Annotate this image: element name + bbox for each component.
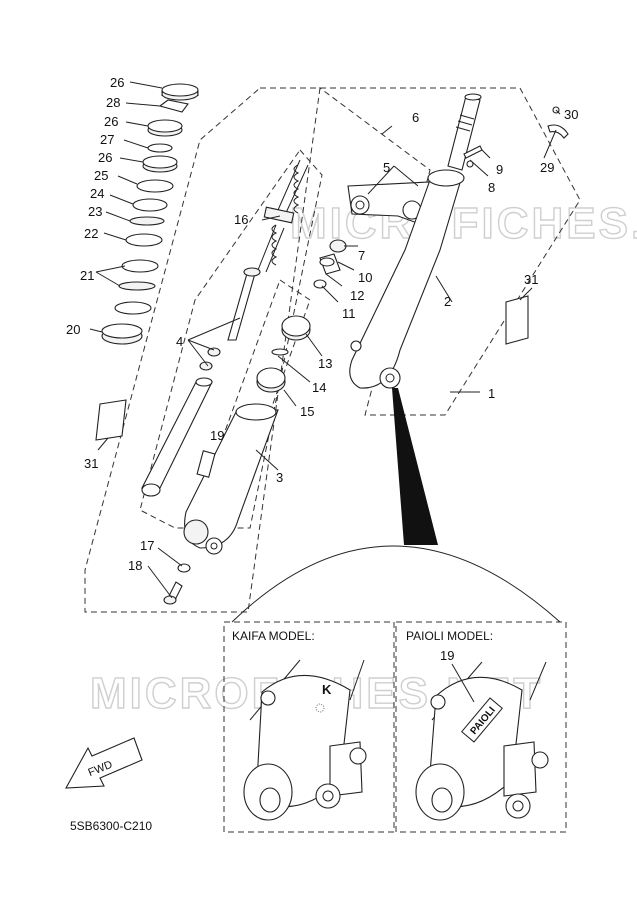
- callout-17: 17: [140, 538, 154, 553]
- right-outer-fork-tube: [349, 169, 465, 389]
- stack-leader-lines: [89, 81, 163, 333]
- detail-arc: [231, 545, 561, 623]
- paioli-model-box: [395, 621, 567, 833]
- sticker-31-left: [95, 399, 127, 441]
- steering-bearing-stack: [101, 83, 199, 345]
- callout-16: 16: [234, 212, 248, 227]
- callout-20: 20: [66, 322, 80, 337]
- left-outer-fork-tube: [183, 403, 279, 555]
- callout-21: 21: [80, 268, 94, 283]
- callout-8: 8: [488, 180, 495, 195]
- callout-6: 6: [412, 110, 419, 125]
- spring-collar: [263, 206, 295, 224]
- ball-race-lower-top: [125, 233, 163, 247]
- drain-bolt: [163, 563, 191, 605]
- callout-1: 1: [488, 386, 495, 401]
- damper-group-outline: [199, 279, 311, 511]
- callout-13: 13: [318, 356, 332, 371]
- forward-arrow: FWD: [65, 737, 143, 789]
- callout-2: 2: [444, 294, 451, 309]
- callout-24: 24: [90, 186, 104, 201]
- right-leader-lines: [97, 109, 561, 599]
- callout-15: 15: [300, 404, 314, 419]
- lock-washer: [158, 99, 189, 113]
- callout-31-right: 31: [524, 272, 538, 287]
- ball-bearing-upper: [129, 216, 165, 226]
- callout-23: 23: [88, 204, 102, 219]
- callout-19-detail: 19: [440, 648, 454, 663]
- washer: [147, 143, 173, 153]
- callout-29: 29: [540, 160, 554, 175]
- callout-11: 11: [342, 306, 356, 321]
- paioli-model-title: PAIOLI MODEL:: [406, 629, 493, 643]
- ball-race-21a: [121, 259, 159, 273]
- callout-26-lower: 26: [98, 150, 112, 165]
- callout-26-top: 26: [110, 75, 124, 90]
- inner-fork-tube: [141, 377, 213, 497]
- callout-4: 4: [176, 334, 183, 349]
- right-fork-group-outline: [318, 87, 581, 416]
- kaifa-model-box: [223, 621, 395, 833]
- callout-22: 22: [84, 226, 98, 241]
- ball-race-upper: [132, 198, 168, 212]
- callout-31-left: 31: [84, 456, 98, 471]
- sticker-31-right: [505, 295, 529, 345]
- diagram-code: 5SB6300-C210: [70, 819, 152, 833]
- callout-12: 12: [350, 288, 364, 303]
- steering-stem: [447, 93, 482, 171]
- detail-pointer: [392, 388, 438, 545]
- ball-bearing-lower: [118, 281, 156, 291]
- callout-18: 18: [128, 558, 142, 573]
- callout-numbers: 1 2 3 4 5 6 7 8 9 10 11 12 13 14 15 16 1…: [66, 75, 578, 663]
- callout-25: 25: [94, 168, 108, 183]
- watermark-top: MICROFICHES.NET: [290, 199, 637, 248]
- fork-spring: [257, 159, 309, 273]
- kaifa-k-mark: K: [322, 682, 332, 697]
- callout-14: 14: [312, 380, 326, 395]
- ball-race-cover: [136, 179, 174, 193]
- spring-group-outline: [139, 149, 323, 529]
- small-parts-7-12: [313, 239, 347, 289]
- callout-27: 27: [100, 132, 114, 147]
- callout-19: 19: [210, 428, 224, 443]
- callout-10: 10: [358, 270, 372, 285]
- callout-9: 9: [496, 162, 503, 177]
- kaifa-model-title: KAIFA MODEL:: [232, 629, 315, 643]
- damper-rod: [199, 267, 261, 371]
- callout-3: 3: [276, 470, 283, 485]
- callout-26-middle: 26: [104, 114, 118, 129]
- paioli-fork-bottom: PAIOLI: [415, 661, 549, 821]
- callout-30: 30: [564, 107, 578, 122]
- callout-7: 7: [358, 248, 365, 263]
- bolt-9: [463, 145, 483, 168]
- label-sticker-19: [196, 450, 216, 478]
- fork-seals: [256, 315, 311, 393]
- callout-28: 28: [106, 95, 120, 110]
- callout-5: 5: [383, 160, 390, 175]
- kaifa-fork-bottom: K: [243, 659, 367, 821]
- fork-bridge: [347, 181, 441, 225]
